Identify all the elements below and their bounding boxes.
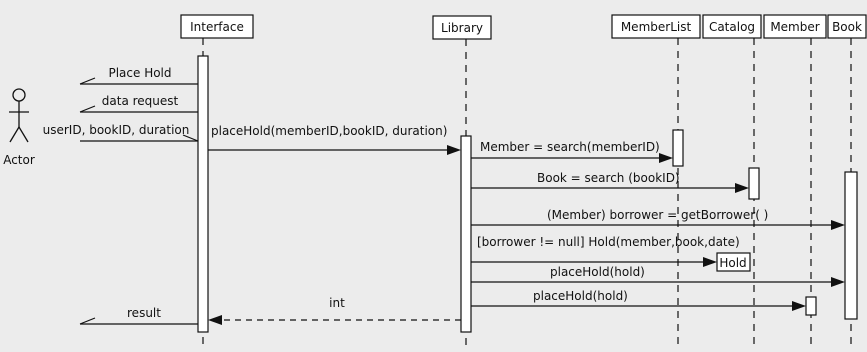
- created-object-hold: Hold: [716, 252, 751, 272]
- lifeline-header-book: Book: [827, 14, 867, 39]
- activation-book: [844, 171, 858, 320]
- message-label-user-input: userID, bookID, duration: [43, 123, 190, 137]
- message-label-result: result: [127, 306, 161, 320]
- activation-catalog: [748, 167, 760, 200]
- message-data-request: [79, 105, 198, 113]
- message-place-hold-call: [208, 145, 461, 155]
- message-label-search-member: Member = search(memberID): [480, 140, 660, 154]
- lifeline-header-library: Library: [432, 15, 492, 40]
- message-search-member: [471, 153, 673, 163]
- message-return-int: [208, 315, 461, 325]
- message-get-borrower: [471, 220, 845, 230]
- message-user-input: [80, 134, 199, 142]
- message-search-book: [471, 183, 749, 193]
- lifeline-label-memberlist: MemberList: [621, 20, 692, 34]
- message-member-place-hold: [471, 301, 806, 311]
- message-label-return-int: int: [329, 296, 345, 310]
- message-create-hold: [471, 257, 717, 267]
- lifeline-label-interface: Interface: [190, 20, 244, 34]
- message-label-get-borrower: (Member) borrower = getBorrower( ): [547, 208, 768, 222]
- message-place-hold: [79, 77, 198, 85]
- message-label-data-request: data request: [102, 94, 179, 108]
- actor-label: Actor: [3, 153, 35, 167]
- activation-member: [805, 296, 817, 316]
- lifeline-header-interface: Interface: [180, 14, 254, 39]
- message-label-place-hold: Place Hold: [108, 66, 171, 80]
- activation-library: [460, 135, 472, 333]
- lifeline-label-catalog: Catalog: [709, 20, 755, 34]
- message-label-book-place-hold: placeHold(hold): [550, 265, 645, 279]
- lifeline-label-member: Member: [770, 20, 819, 34]
- created-object-label: Hold: [719, 256, 746, 270]
- activation-memberlist: [672, 129, 684, 167]
- lifeline-header-memberlist: MemberList: [611, 14, 701, 39]
- message-label-member-place-hold: placeHold(hold): [533, 289, 628, 303]
- message-label-search-book: Book = search (bookID): [537, 171, 680, 185]
- lifeline-header-member: Member: [763, 14, 827, 39]
- message-book-place-hold: [471, 277, 845, 287]
- message-label-place-hold-call: placeHold(memberID,bookID, duration): [211, 124, 447, 138]
- lifeline-label-library: Library: [441, 21, 483, 35]
- actor-figure: [9, 88, 29, 143]
- message-label-create-hold: [borrower != null] Hold(member,book,date…: [477, 235, 740, 249]
- lifeline-label-book: Book: [832, 20, 862, 34]
- message-result: [79, 317, 198, 325]
- lifeline-header-catalog: Catalog: [702, 14, 762, 39]
- activation-interface: [197, 55, 209, 333]
